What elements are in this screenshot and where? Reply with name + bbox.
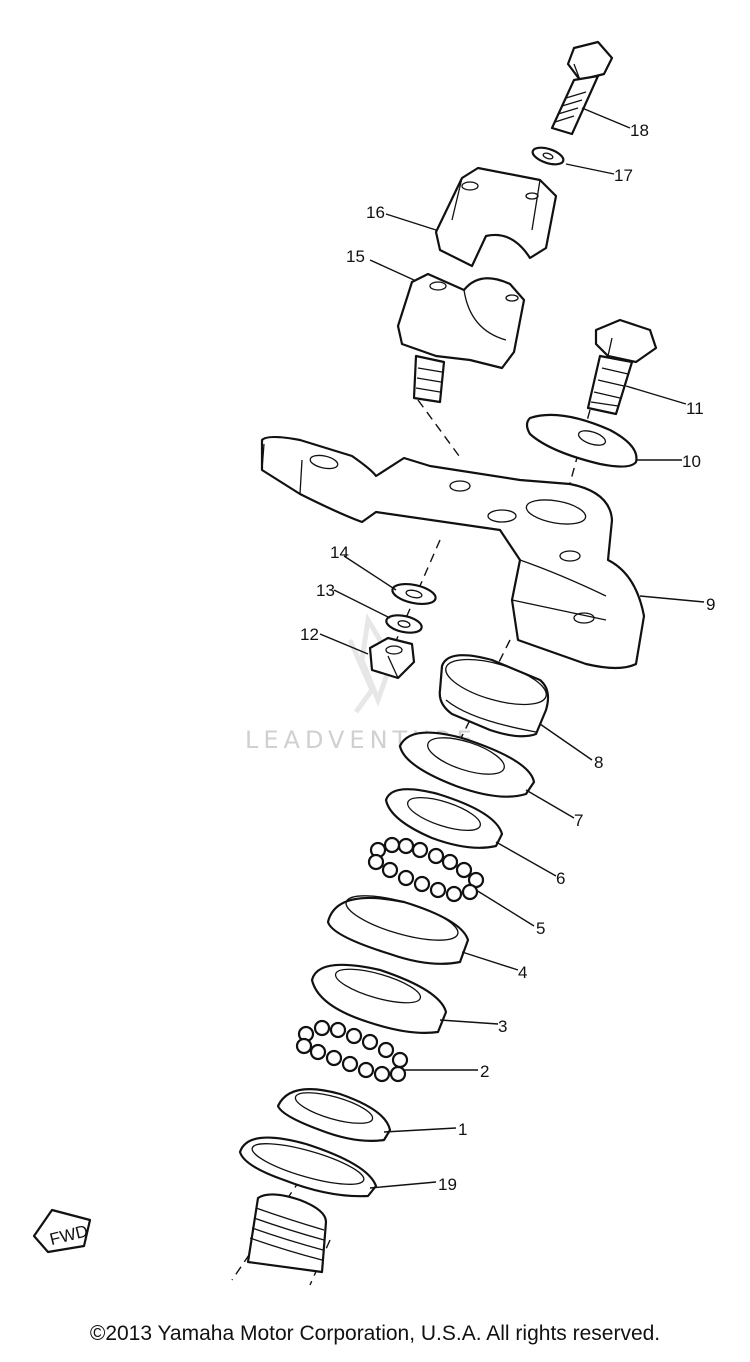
copyright-notice: ©2013 Yamaha Motor Corporation, U.S.A. A… <box>89 1322 661 1345</box>
part-18-bolt <box>550 40 614 136</box>
part-4-race <box>326 895 470 965</box>
part-1-race <box>276 1088 392 1142</box>
callout-9: 9 <box>706 595 715 614</box>
part-7-cover <box>398 731 536 798</box>
callout-12: 12 <box>300 625 319 644</box>
callout-2: 2 <box>480 1062 489 1081</box>
callout-10: 10 <box>682 452 701 471</box>
part-17-washer <box>531 146 565 166</box>
part-8-ring-nut <box>438 654 550 738</box>
part-14-washer <box>391 582 437 606</box>
part-6-race <box>384 788 504 849</box>
callout-7: 7 <box>574 811 583 830</box>
callout-19: 19 <box>438 1175 457 1194</box>
part-9-upper-bracket <box>260 435 646 670</box>
front-direction-marker: FWD <box>32 1208 92 1254</box>
part-2-ball-bearings <box>295 1019 409 1083</box>
part-5-ball-bearings <box>367 836 485 903</box>
steering-stem <box>246 1193 328 1274</box>
leader-lines <box>319 107 705 1189</box>
part-16-upper-holder <box>434 166 558 268</box>
callout-17: 17 <box>614 166 633 185</box>
callout-8: 8 <box>594 753 603 772</box>
callout-13: 13 <box>316 581 335 600</box>
callout-numbers: 18 17 16 15 11 10 9 14 13 12 8 7 6 5 4 3… <box>300 121 715 1194</box>
callout-3: 3 <box>498 1017 507 1036</box>
callout-15: 15 <box>346 247 365 266</box>
part-10-washer <box>525 413 638 468</box>
part-15-lower-holder <box>396 272 526 404</box>
part-12-nut <box>368 636 416 680</box>
callout-4: 4 <box>518 963 527 982</box>
callout-6: 6 <box>556 869 565 888</box>
callout-11: 11 <box>686 399 704 418</box>
callout-16: 16 <box>366 203 385 222</box>
callout-1: 1 <box>458 1120 467 1139</box>
callout-5: 5 <box>536 919 545 938</box>
part-13-lockwasher <box>385 614 423 634</box>
callout-14: 14 <box>330 543 349 562</box>
callout-18: 18 <box>630 121 649 140</box>
part-3-race <box>310 963 448 1034</box>
part-19-dust-seal <box>238 1136 378 1198</box>
part-11-bolt <box>586 318 658 416</box>
